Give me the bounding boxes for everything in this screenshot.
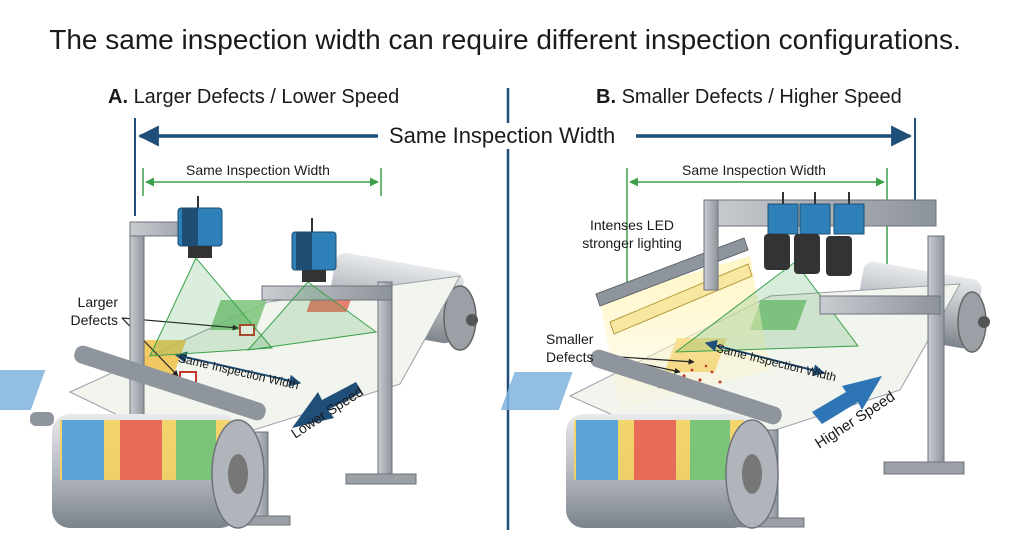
- panel-b-title: B. Smaller Defects / Higher Speed: [596, 86, 902, 109]
- larger-defects-label: Larger Defects: [70, 294, 118, 328]
- main-title: The same inspection width can require di…: [49, 24, 961, 55]
- panel-a-tag: A.: [108, 86, 128, 108]
- smaller-defects-label: Smaller Defects: [546, 331, 594, 365]
- speed-arrow-icon: [812, 376, 882, 424]
- width-marker-a: [142, 168, 382, 196]
- panel-b-width-label: Same Inspection Width: [682, 162, 826, 178]
- panel-b-title-text: Smaller Defects / Higher Speed: [621, 86, 902, 108]
- camera-icon: [177, 196, 223, 258]
- panel-a-title: A. Larger Defects / Lower Speed: [108, 86, 399, 109]
- speed-arrow-icon: [292, 382, 362, 428]
- shared-width-label: Same Inspection Width: [383, 123, 622, 149]
- panel-b-machine: [500, 168, 990, 529]
- panel-a-width-label: Same Inspection Width: [186, 162, 330, 178]
- panel-b-tag: B.: [596, 86, 616, 108]
- front-roller-icon: [30, 345, 266, 529]
- front-roller-icon: [566, 349, 782, 529]
- camera-icon: [291, 218, 337, 282]
- camera-icon: [764, 192, 799, 270]
- camera-icon: [794, 192, 831, 274]
- led-lighting-label: Intenses LED stronger lighting: [582, 217, 682, 251]
- panel-a-title-text: Larger Defects / Lower Speed: [133, 86, 400, 108]
- panel-a-machine: [0, 168, 478, 529]
- camera-icon: [826, 192, 865, 276]
- shared-width-dimension: [134, 118, 916, 222]
